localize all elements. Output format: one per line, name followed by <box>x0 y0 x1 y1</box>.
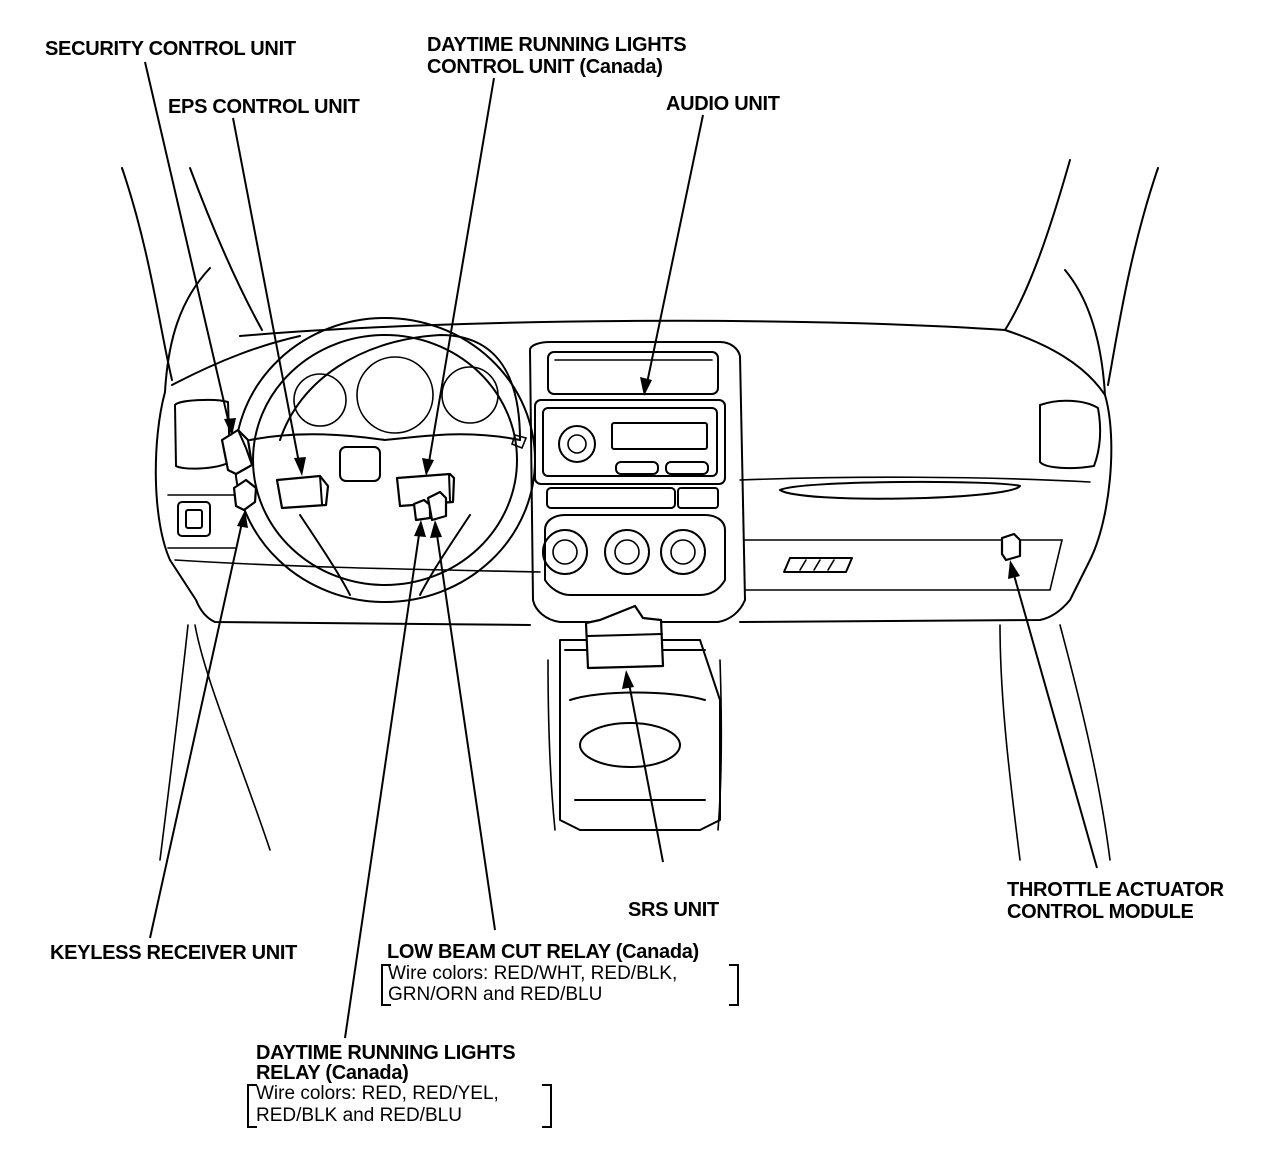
eps-leader <box>232 117 306 476</box>
security-leader <box>144 61 236 436</box>
throttle-label-line2: CONTROL MODULE <box>1007 901 1194 923</box>
drl-control-unit-label-line2: CONTROL UNIT (Canada) <box>427 56 663 78</box>
keyless-receiver-unit-label: KEYLESS RECEIVER UNIT <box>50 942 298 964</box>
drl-relay-wires-line2: RED/BLK and RED/BLU <box>256 1105 462 1126</box>
audio-unit-shape <box>534 399 726 509</box>
hvac-controls <box>542 514 726 596</box>
low-beam-wires-line1: Wire colors: RED/WHT, RED/BLK, <box>388 963 678 984</box>
keyless-receiver-unit-shape <box>232 478 258 512</box>
throttle-label-line1: THROTTLE ACTUATOR <box>1007 879 1224 901</box>
drl-relay-label-line1: DAYTIME RUNNING LIGHTS <box>256 1042 516 1064</box>
throttle-module-shape <box>1000 532 1022 562</box>
drl-relay-bracket-right <box>542 1084 552 1128</box>
eps-control-unit-label: EPS CONTROL UNIT <box>168 96 360 118</box>
security-control-unit-label: SECURITY CONTROL UNIT <box>45 38 296 60</box>
security-control-unit-shape <box>220 428 254 476</box>
throttle-leader <box>1008 560 1098 869</box>
low-beam-leader <box>430 520 496 931</box>
srs-unit-label: SRS UNIT <box>628 899 719 921</box>
eps-control-unit-shape <box>275 474 330 510</box>
low-beam-bracket-right <box>729 964 739 1006</box>
drl-relay-shape <box>412 498 432 522</box>
audio-unit-label: AUDIO UNIT <box>666 93 780 115</box>
interior-outline <box>121 159 1159 861</box>
keyless-leader <box>149 510 248 939</box>
low-beam-cut-relay-label: LOW BEAM CUT RELAY (Canada) <box>387 941 699 963</box>
low-beam-bracket-left <box>381 964 391 1006</box>
drl-relay-label-line2: RELAY (Canada) <box>256 1062 409 1084</box>
low-beam-cut-relay-shape <box>426 490 448 522</box>
srs-unit-shape <box>584 604 665 670</box>
drl-unit-leader <box>422 77 495 476</box>
drl-relay-bracket-left <box>247 1084 257 1128</box>
audio-leader <box>640 114 704 396</box>
leader-lines <box>144 61 1098 1039</box>
srs-leader <box>622 670 664 863</box>
drl-control-unit-label-line1: DAYTIME RUNNING LIGHTS <box>427 34 687 56</box>
drl-relay-leader <box>344 520 426 1039</box>
low-beam-wires-line2: GRN/ORN and RED/BLU <box>388 984 603 1005</box>
drl-relay-wires-line1: Wire colors: RED, RED/YEL, <box>256 1083 499 1104</box>
